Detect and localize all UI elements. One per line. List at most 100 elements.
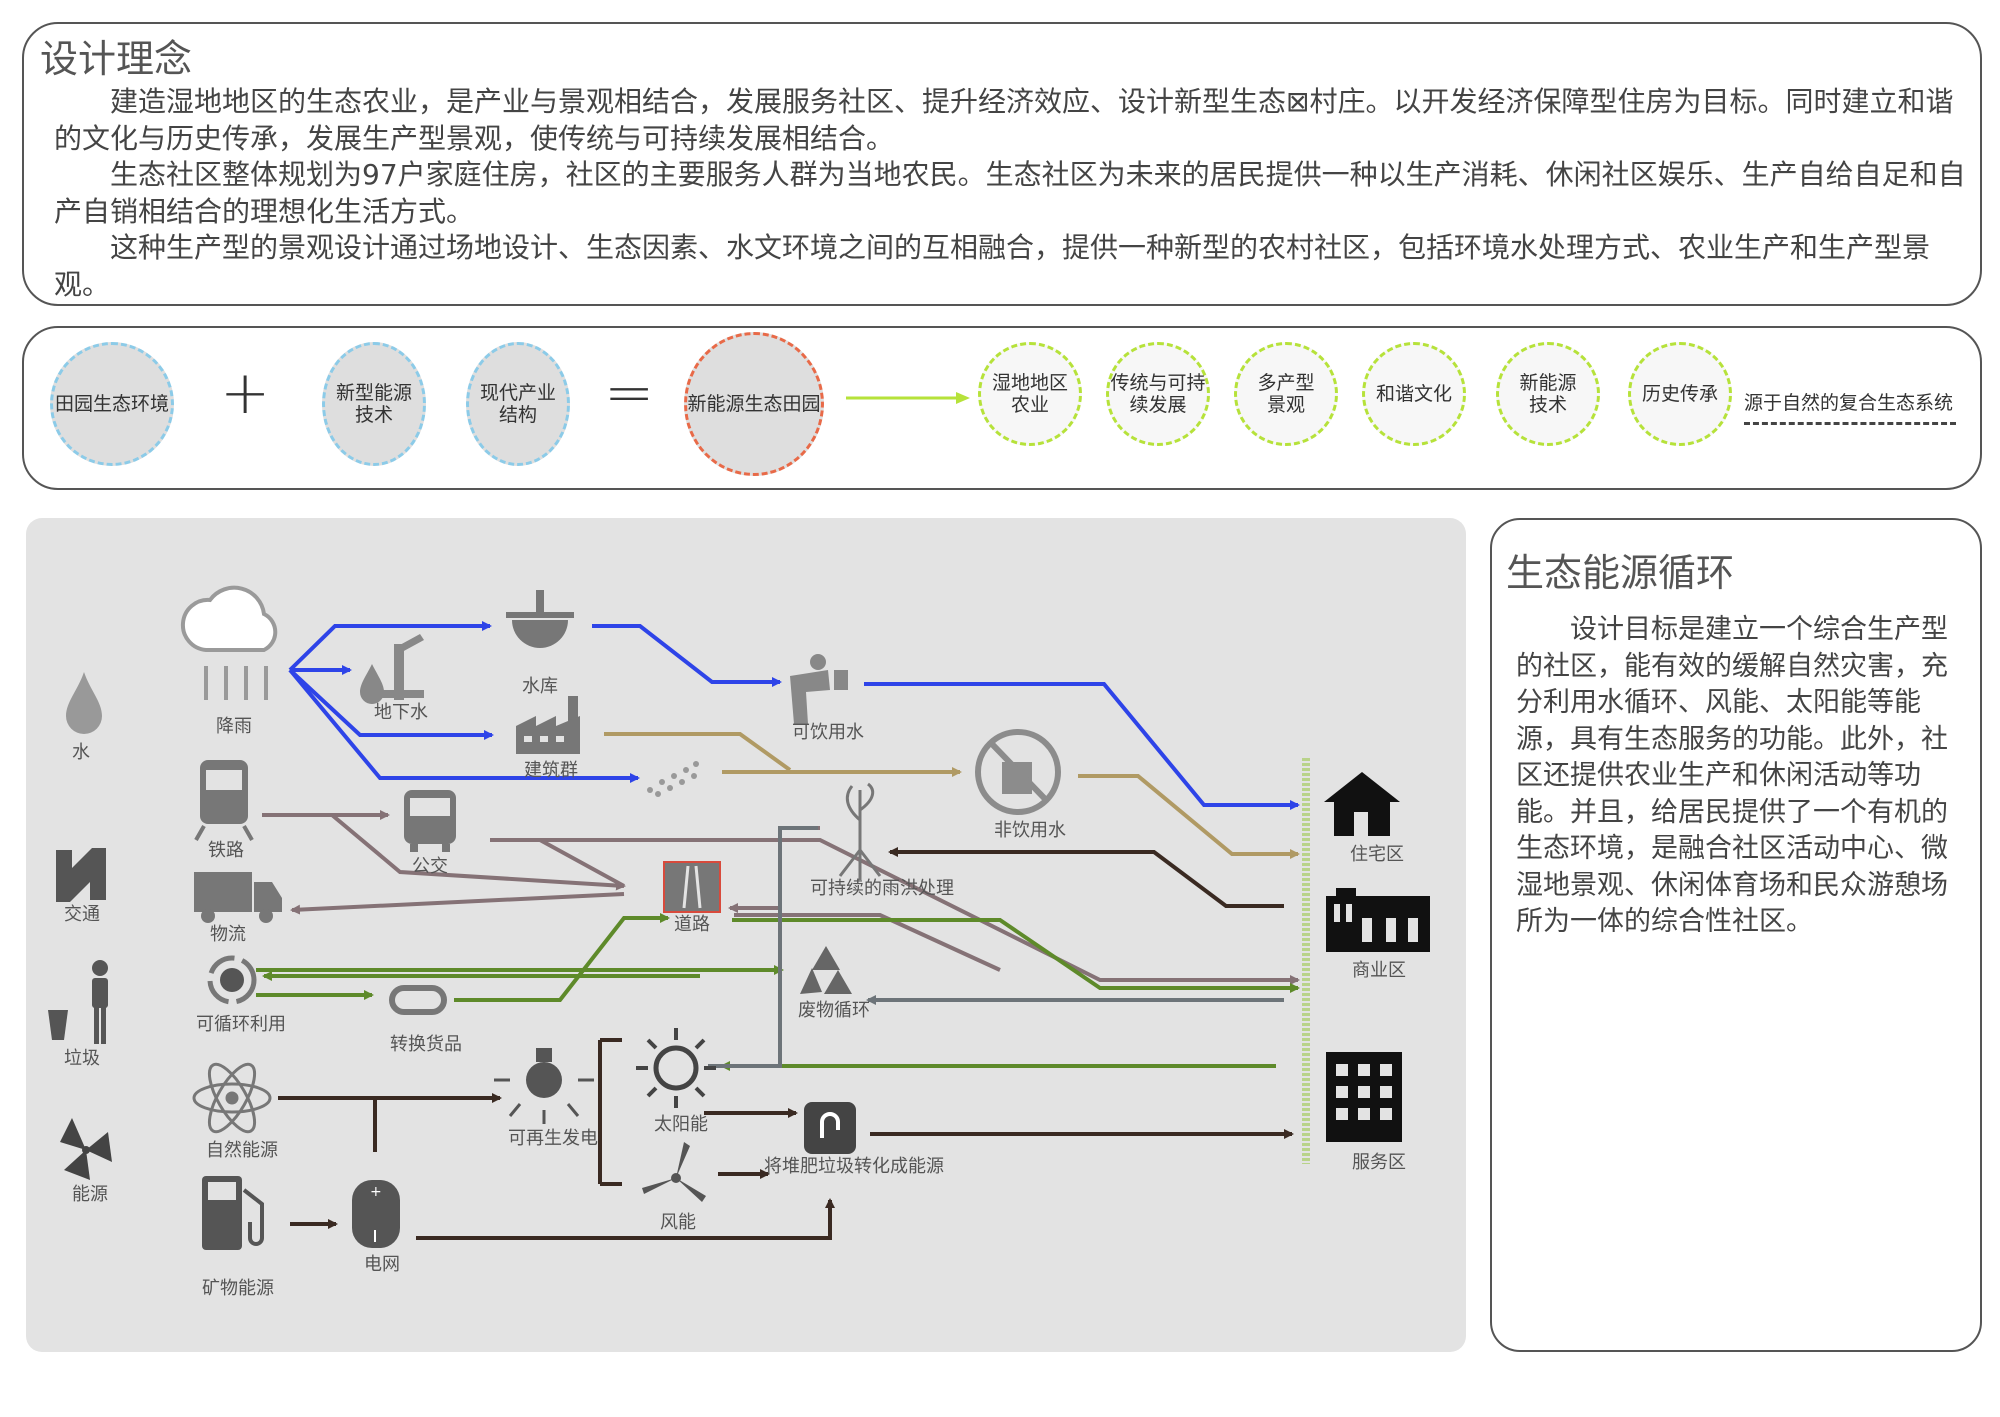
output-circle-5: 新能源 技术	[1496, 342, 1600, 446]
wind-turbine-icon	[642, 1142, 706, 1202]
concept-paragraph-3: 这种生产型的景观设计通过场地设计、生态因素、水文环境之间的互相融合，提供一种新型…	[54, 231, 1931, 301]
flow-bus-road	[330, 813, 626, 891]
eco-energy-cycle-panel: 生态能源循环 设计目标是建立一个综合生产型的社区，能有效的缓解自然灾害，充分利用…	[1490, 518, 1982, 1352]
node-groundwater-label: 地下水	[374, 702, 428, 723]
service-tower-icon	[1326, 1052, 1402, 1142]
node-grid-label: 电网	[364, 1254, 400, 1275]
concept-body: 建造湿地地区的生态农业，是产业与景观相结合，发展服务社区、提升经济效应、设计新型…	[54, 84, 1974, 303]
power-grid-battery-icon: +	[352, 1180, 400, 1248]
commercial-building-icon	[1326, 888, 1430, 952]
spray-drops-icon	[647, 761, 699, 797]
water-drop-icon	[66, 672, 102, 734]
plus-sign: +	[220, 358, 271, 428]
zone-residential-label: 住宅区	[1350, 844, 1404, 865]
design-concept-panel: 设计理念 建造湿地地区的生态农业，是产业与景观相结合，发展服务社区、提升经济效应…	[22, 22, 1982, 306]
reservoir-icon	[506, 590, 574, 648]
solar-sun-icon	[636, 1028, 716, 1108]
node-nondrinking-label: 非饮用水	[994, 820, 1066, 841]
node-fossil-label: 矿物能源	[202, 1278, 274, 1299]
zone-commercial-label: 商业区	[1352, 960, 1406, 981]
rain-cloud-icon	[180, 585, 278, 700]
flow-reservoir-to-drinking	[592, 624, 782, 687]
input-circle-modern-industry: 现代产业 结构	[466, 342, 570, 466]
buildings-factory-icon	[516, 696, 580, 754]
cycle-title: 生态能源循环	[1506, 551, 1735, 595]
concept-paragraph-2: 生态社区整体规划为97户家庭住房，社区的主要服务人群为当地农民。生态社区为未来的…	[54, 158, 1966, 228]
node-reservoir-label: 水库	[522, 676, 558, 697]
node-road-label: 道路	[674, 914, 710, 935]
recycle-icon	[800, 946, 852, 994]
flow-rain-to-spray	[288, 668, 640, 783]
node-stormwater-label: 可持续的雨洪处理	[810, 878, 954, 899]
road-icon	[663, 861, 721, 913]
flow-rain-to-reservoir	[288, 621, 492, 672]
formula-panel: 田园生态环境 + 新型能源 技术 现代产业 结构 = 新能源生态田园 湿地地区 …	[22, 326, 1982, 490]
result-circle: 新能源生态田园	[684, 332, 824, 476]
formula-tail-dash	[1744, 422, 1956, 425]
svg-text:+: +	[370, 1184, 382, 1200]
flow-buildings-tan	[604, 732, 792, 772]
zone-service-label: 服务区	[1352, 1152, 1406, 1173]
stormwater-plant-icon	[838, 782, 882, 880]
logistics-truck-icon	[194, 872, 282, 923]
flow-stormwater-to-renewable	[708, 826, 818, 1068]
trash-person-icon	[48, 960, 108, 1044]
drinking-water-icon	[790, 654, 848, 724]
residential-house-icon	[1324, 772, 1400, 836]
flow-road-to-logistics	[290, 892, 625, 915]
concept-paragraph-1: 建造湿地地区的生态农业，是产业与景观相结合，发展服务社区、提升经济效应、设计新型…	[54, 85, 1954, 155]
energy-turbine-icon	[60, 1118, 112, 1180]
recycle-globe-icon	[207, 955, 257, 1005]
node-solar-label: 太阳能	[654, 1114, 708, 1135]
node-compost-label: 将堆肥垃圾转化成能源	[764, 1156, 944, 1177]
input-circle-new-energy: 新型能源 技术	[322, 342, 426, 466]
output-circle-1: 湿地地区 农业	[978, 342, 1082, 446]
flow-residential-to-stormwater	[888, 847, 1284, 908]
flow-drinking-to-residential	[864, 682, 1300, 810]
node-logistics-label: 物流	[210, 924, 246, 945]
formula-arrow	[846, 392, 970, 404]
non-drinking-water-icon	[975, 729, 1061, 815]
output-circle-2: 传统与可持 续发展	[1106, 342, 1210, 446]
category-water-label: 水	[72, 742, 90, 763]
flow-bus-commercial	[490, 838, 1300, 985]
flow-nondrinking-to-residential	[1078, 774, 1300, 859]
natural-energy-atom-icon	[192, 1062, 272, 1134]
node-recycle-use-label: 可循环利用	[196, 1014, 286, 1035]
traffic-road-icon	[56, 848, 106, 902]
node-railway-label: 铁路	[208, 840, 244, 861]
output-circle-6: 历史传承	[1628, 342, 1732, 446]
node-bus-label: 公交	[412, 856, 448, 877]
output-circle-4: 和谐文化	[1362, 342, 1466, 446]
convert-goods-icon	[389, 985, 447, 1015]
node-drinking-label: 可饮用水	[792, 722, 864, 743]
category-traffic-label: 交通	[64, 904, 100, 925]
category-trash-label: 垃圾	[64, 1048, 100, 1069]
compost-energy-icon	[804, 1102, 856, 1154]
flow-convert-to-road	[454, 913, 670, 1002]
flow-road-to-commercial	[732, 918, 1300, 993]
node-renewable-power-label: 可再生发电	[508, 1128, 598, 1149]
railway-train-icon	[194, 760, 254, 841]
node-wastecycle-label: 废物循环	[798, 1000, 870, 1021]
node-convert-goods-label: 转换货品	[390, 1034, 462, 1055]
cycle-body: 设计目标是建立一个综合生产型的社区，能有效的缓解自然灾害，充分利用水循环、风能、…	[1516, 614, 1948, 937]
bus-icon	[404, 790, 456, 852]
output-circle-3: 多产型 景观	[1234, 342, 1338, 446]
category-energy-label: 能源	[72, 1184, 108, 1205]
equals-sign: =	[604, 358, 655, 428]
fossil-fuel-pump-icon	[202, 1176, 264, 1250]
node-buildings-label: 建筑群	[524, 760, 578, 781]
flow-road-commercial-2	[734, 913, 1001, 972]
node-wind-label: 风能	[660, 1212, 696, 1233]
renewable-power-icon	[494, 1048, 594, 1124]
formula-tail-label: 源于自然的复合生态系统	[1744, 392, 1954, 414]
concept-title: 设计理念	[40, 37, 193, 81]
flow-grid-to-compost	[416, 1198, 835, 1240]
node-rain-label: 降雨	[216, 716, 252, 737]
input-circle-rural-ecology: 田园生态环境	[50, 342, 174, 466]
flow-rain-to-buildings	[288, 668, 494, 740]
energy-flow-diagram-bg	[26, 518, 1466, 1352]
groundwater-pump-icon	[360, 634, 424, 704]
